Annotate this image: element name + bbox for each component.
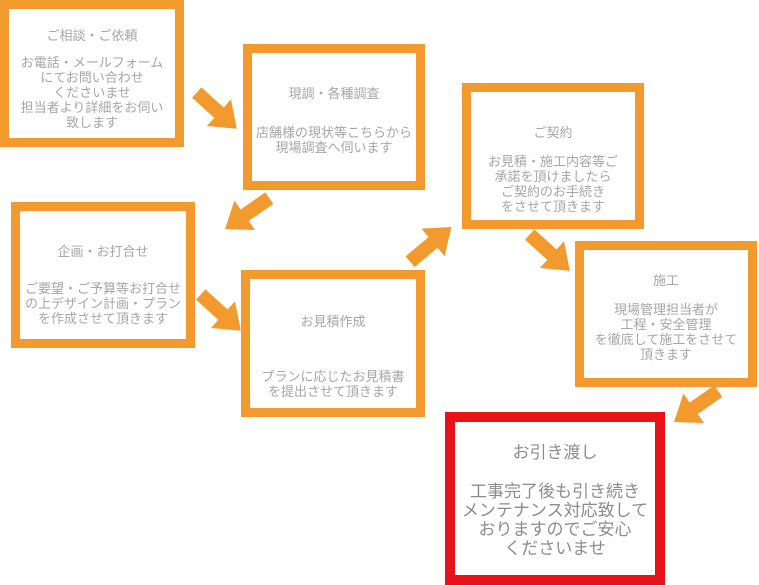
step-site-survey: 現調・各種調査 店舗様の現状等こちらから 現場調査へ伺います: [243, 44, 425, 190]
step-planning-title: 企画・お打合せ: [57, 245, 149, 260]
step-site-survey-description: 店舗様の現状等こちらから 現場調査へ伺います: [255, 126, 412, 156]
arrow-contract-to-construction: [517, 221, 582, 285]
step-construction-title: 施工: [652, 274, 679, 289]
step-contract-title: ご契約: [533, 126, 573, 141]
step-construction: 施工 現場管理担当者が 工程・安全管理 を徹底して施工をさせて 頂きます: [575, 241, 757, 387]
step-consultation-description: お電話・メールフォーム にてお問い合わせ くださいませ 担当者より詳細をお伺い …: [20, 56, 164, 131]
step-estimate-description: プランに応じたお見積書 を提出させて頂きます: [261, 370, 405, 400]
arrow-construction-to-handover: [663, 376, 729, 437]
step-planning-description: ご要望・ご予算等お打合せ の上デザイン計画・プラン を作成させて頂きます: [24, 282, 181, 327]
step-handover-description: 工事完了後も引き続き メンテナンス対応致して おりますのでご安心 くださいませ: [461, 482, 649, 559]
arrow-planning-to-estimate: [188, 281, 253, 345]
arrow-consultation-to-survey: [184, 79, 249, 143]
step-handover: お引き渡し 工事完了後も引き続き メンテナンス対応致して おりますのでご安心 く…: [445, 412, 665, 585]
step-site-survey-title: 現調・各種調査: [288, 87, 380, 102]
step-contract-description: お見積・施工内容等ご 承諾を頂けましたら ご契約のお手続き をさせて頂きます: [487, 155, 618, 215]
step-handover-title: お引き渡し: [512, 443, 598, 463]
step-estimate: お見積作成 プランに応じたお見積書 を提出させて頂きます: [241, 270, 425, 417]
arrow-estimate-to-contract: [398, 213, 464, 276]
step-estimate-title: お見積作成: [300, 315, 366, 330]
step-consultation-title: ご相談・ご依頼: [46, 29, 138, 44]
arrow-survey-to-planning: [214, 183, 280, 244]
step-planning: 企画・お打合せ ご要望・ご予算等お打合せ の上デザイン計画・プラン を作成させて…: [11, 202, 195, 348]
step-construction-description: 現場管理担当者が 工程・安全管理 を徹底して施工をさせて 頂きます: [594, 303, 738, 363]
step-contract: ご契約 お見積・施工内容等ご 承諾を頂けましたら ご契約のお手続き をさせて頂き…: [462, 83, 644, 229]
step-consultation: ご相談・ご依頼 お電話・メールフォーム にてお問い合わせ くださいませ 担当者よ…: [0, 0, 184, 147]
